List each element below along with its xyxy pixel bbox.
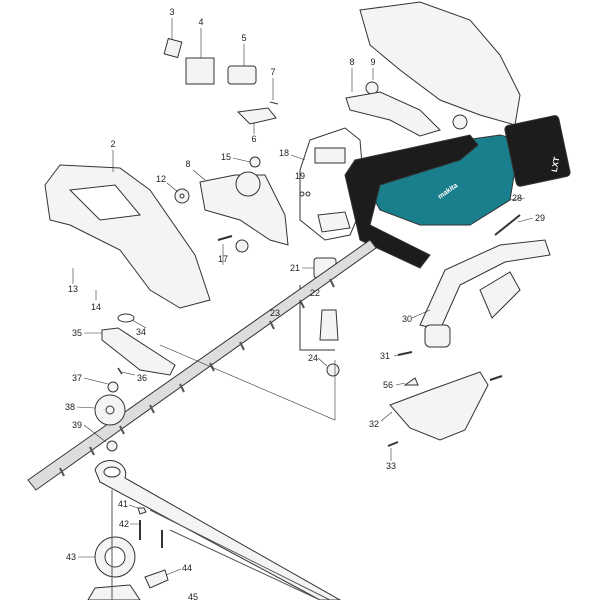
callout-56: 56	[382, 380, 394, 390]
callout-23: 23	[269, 308, 281, 318]
callout-24: 24	[307, 353, 319, 363]
chip-shield-part-32	[389, 371, 489, 441]
trigger-part-6	[236, 107, 277, 125]
blade-upper	[27, 239, 377, 491]
brush-plate-part	[317, 211, 351, 233]
callout-8b: 8	[185, 159, 191, 169]
board-part	[314, 147, 346, 164]
crank-housing-part-35	[101, 327, 176, 376]
callout-34: 34	[135, 327, 147, 337]
bearing-part	[106, 440, 118, 452]
bearing-part-37	[107, 381, 119, 393]
bearing-part-24	[326, 363, 340, 377]
callout-32: 32	[368, 419, 380, 429]
callout-31: 31	[379, 351, 391, 361]
callout-28: 28	[511, 193, 523, 203]
battery	[504, 115, 571, 187]
callout-35: 35	[71, 328, 83, 338]
callout-39: 39	[71, 420, 83, 430]
grip-part-28	[479, 271, 521, 319]
callout-45: 45	[187, 592, 199, 600]
screw-part-19	[299, 191, 305, 197]
controller-part-5	[227, 65, 257, 85]
callout-3: 3	[169, 7, 175, 17]
callout-37: 37	[71, 373, 83, 383]
o-ring-part-34	[117, 313, 135, 323]
callout-17: 17	[217, 254, 229, 264]
cover-part-45	[87, 584, 141, 600]
leader-lines	[72, 18, 534, 576]
armature-part-23	[319, 309, 339, 341]
callout-36: 36	[136, 373, 148, 383]
switch-part-4	[185, 57, 215, 85]
label-part-3	[163, 37, 183, 59]
callout-30: 30	[401, 314, 413, 324]
callout-6: 6	[251, 134, 257, 144]
screw-part-33	[387, 441, 399, 447]
callout-14: 14	[90, 302, 102, 312]
cushion-part-15	[249, 156, 261, 168]
part-29	[494, 214, 521, 236]
washer-part	[235, 239, 249, 253]
callout-8a: 8	[349, 57, 355, 67]
screw-part	[489, 375, 503, 381]
pin-part-36	[117, 367, 123, 375]
callout-44: 44	[181, 563, 193, 573]
lock-lever-part-8	[345, 91, 441, 137]
cushion-part	[452, 114, 468, 130]
callout-18: 18	[278, 148, 290, 158]
front-handle-part-30	[419, 239, 551, 331]
label-part-56	[403, 377, 419, 386]
callout-13: 13	[67, 284, 79, 294]
callout-43: 43	[65, 552, 77, 562]
blade-lower	[149, 509, 331, 600]
callout-42: 42	[118, 519, 130, 529]
callout-22: 22	[309, 288, 321, 298]
guide-part-44	[144, 569, 169, 589]
spring-part-7	[269, 101, 279, 105]
blade-plate	[94, 460, 342, 600]
callout-2: 2	[110, 139, 116, 149]
callout-9: 9	[370, 57, 376, 67]
callout-19: 19	[294, 171, 306, 181]
screw-part-17	[217, 235, 233, 241]
callout-4: 4	[198, 17, 204, 27]
callout-29: 29	[534, 213, 546, 223]
screw-part-31	[397, 351, 413, 356]
callout-7: 7	[270, 67, 276, 77]
callout-33: 33	[385, 461, 397, 471]
callout-5: 5	[241, 33, 247, 43]
callout-15: 15	[220, 152, 232, 162]
front-grip-part	[424, 324, 451, 348]
blade-teeth	[59, 278, 335, 477]
callout-21: 21	[289, 263, 301, 273]
callout-38: 38	[64, 402, 76, 412]
callout-41: 41	[117, 499, 129, 509]
callout-12: 12	[155, 174, 167, 184]
nut-part-41	[137, 507, 147, 515]
tool-handle	[344, 134, 479, 269]
bracket-22-23	[299, 285, 335, 351]
